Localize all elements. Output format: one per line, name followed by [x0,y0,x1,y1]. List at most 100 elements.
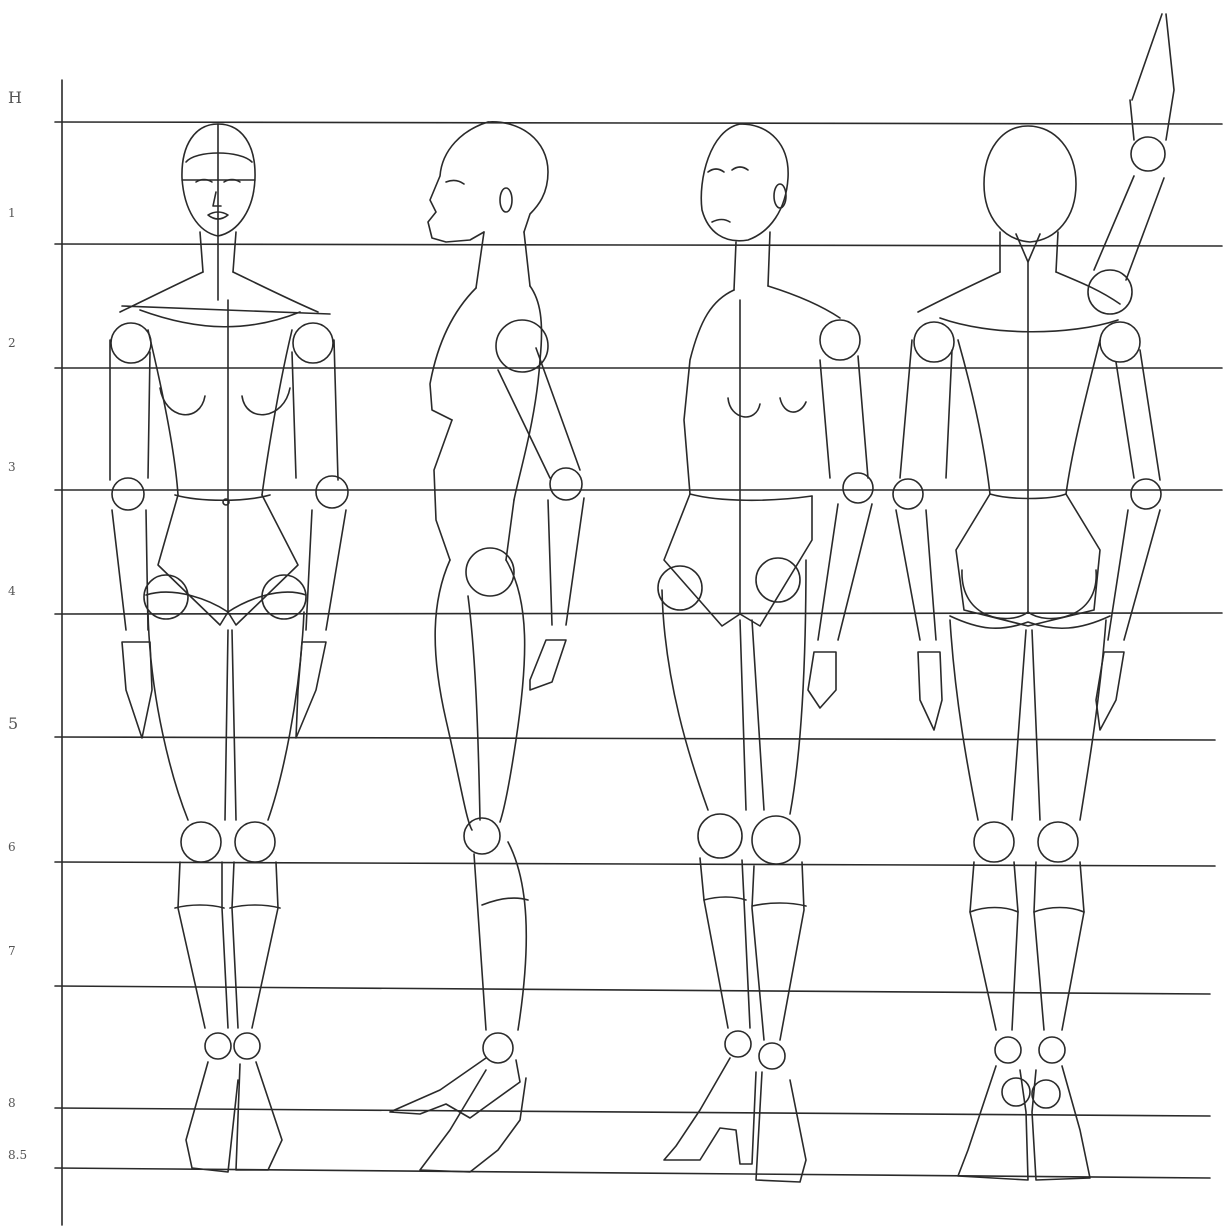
guide-line-6 [55,862,1215,866]
figure-front-view [110,124,348,1172]
back-raised-forearm [1130,14,1174,140]
guide-line-7 [55,986,1210,994]
tq-mouth [712,220,730,223]
back-knee-right [1038,822,1078,862]
side-neck [476,232,530,288]
back-hand-left [918,652,942,730]
back-forearm-right [1108,510,1160,640]
back-raised-arm-shoulder-joint [1088,270,1132,314]
front-ankle-right [234,1033,260,1059]
back-heel-right [1032,1080,1060,1108]
side-elbow [550,468,582,500]
tq-eyes [708,167,748,172]
figure-side-view [390,122,584,1172]
tq-calf-bands [704,897,806,906]
front-thigh-left [148,612,228,820]
back-shin-right [1034,862,1084,1030]
back-shoe-left [958,1066,1028,1180]
back-ankle-left [995,1037,1021,1063]
front-foot-right [236,1062,282,1170]
back-shoulder-blade-line [940,318,1118,332]
side-hip-joint [466,548,514,596]
side-chest-front [430,288,476,420]
side-face-profile [428,122,488,242]
tq-ankle-left [725,1031,751,1057]
side-shoe-front [420,1070,526,1172]
figure-back-view [893,14,1174,1180]
front-elbow-right [316,476,348,508]
back-shoulder-line [918,272,1120,312]
tq-elbow [843,473,873,503]
back-neck [1000,232,1058,272]
tq-knee-right [752,816,800,864]
figure-three-quarter-view [658,124,873,1182]
back-shoulder-joint-left [914,322,954,362]
front-shoulder-joint-left [111,323,151,363]
front-hip-joint-right [262,575,306,619]
tq-knee-left [698,814,742,858]
tq-pelvis [664,494,812,626]
guide-line-head-top [55,122,1222,124]
front-ankle-left [205,1033,231,1059]
tq-ankle-right [759,1043,785,1069]
front-upper-arm-left [110,340,150,480]
back-knee-left [974,822,1014,862]
front-knee-right [235,822,275,862]
back-head [984,126,1076,242]
front-hip-joint-left [144,575,188,619]
tq-shoulder-line [768,286,840,318]
side-shoulder-joint [496,320,548,372]
front-waist [175,495,270,500]
back-ankle-right [1039,1037,1065,1063]
front-forearm-left [112,510,148,630]
front-upper-arm-right [292,340,338,480]
side-shin [474,842,526,1030]
front-shoulder-line [120,272,318,312]
back-raised-elbow [1131,137,1165,171]
side-skull-back [488,122,548,232]
side-back [514,286,542,500]
tq-thigh-right [752,560,806,814]
front-shin-left [178,862,228,1028]
back-buttocks [962,570,1096,619]
back-calf-bands [970,908,1084,913]
back-elbow-right [1131,479,1161,509]
front-calf-bands [175,905,280,908]
back-shin-left [970,862,1018,1030]
front-nose [213,192,221,206]
back-gluteal-fold [950,616,1110,628]
tq-thigh-left [662,590,746,810]
tq-waist [690,494,812,500]
back-upper-arm-right [1116,350,1160,480]
back-thigh-left [950,620,1026,820]
front-shoulder-joint-right [293,323,333,363]
side-hand [530,640,566,690]
front-thigh-right [232,612,304,820]
side-thigh-center [468,596,480,820]
back-torso-sides [958,340,1100,494]
guide-line-8 [55,1108,1210,1116]
tq-shoulder-joint [820,320,860,360]
front-shin-right [232,862,278,1028]
side-knee [464,818,500,854]
tq-shin-right [752,862,804,1040]
front-elbow-left [112,478,144,510]
front-breasts [160,388,290,415]
tq-shoe-right [756,1072,806,1182]
back-raised-upper-arm [1094,176,1164,280]
side-leg-front [435,560,472,830]
back-heel-left [1002,1078,1030,1106]
back-hand-right [1096,652,1124,730]
tq-ear [774,184,786,208]
back-elbow-left [893,479,923,509]
tq-shoe-left [664,1058,756,1164]
side-ankle [483,1033,513,1063]
front-hand-left [122,642,152,738]
front-groin-line [146,592,306,612]
front-knee-left [181,822,221,862]
front-forearm-right [306,510,346,630]
tq-upper-arm [820,356,868,478]
tq-torso-front [684,290,734,494]
side-leg-back [500,560,525,822]
